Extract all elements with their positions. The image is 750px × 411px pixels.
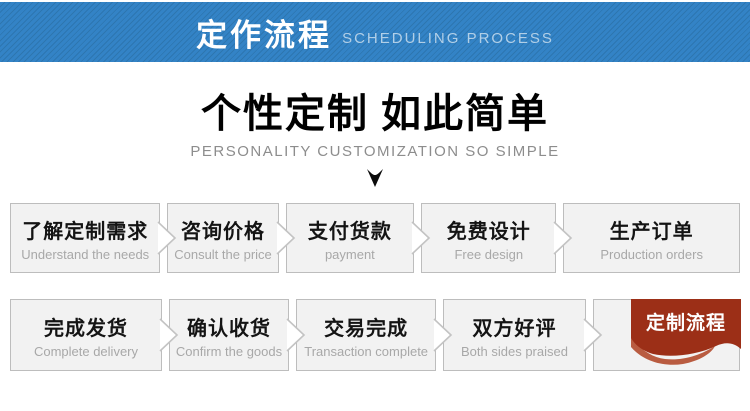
step-subtitle: Complete delivery <box>33 343 138 359</box>
ribbon-badge: 定制流程 <box>631 299 741 365</box>
hero-title: 个性定制 如此简单 <box>201 91 549 136</box>
step-subtitle: payment <box>324 246 375 262</box>
arrow-down-icon <box>0 169 750 189</box>
step-title: 免费设计 <box>446 220 531 243</box>
step-title: 完成发货 <box>43 317 128 340</box>
chevron-right-icon <box>286 299 306 371</box>
step-transaction-complete: 交易完成 Transaction complete <box>296 299 437 371</box>
banner-title: 定作流程 <box>196 17 333 53</box>
chevron-right-icon <box>276 203 295 273</box>
banner-subtitle: SCHEDULING PROCESS <box>342 29 554 47</box>
chevron-right-icon <box>583 299 602 371</box>
chevron-right-icon <box>159 299 179 371</box>
step-subtitle: Both sides praised <box>461 343 568 359</box>
chevron-right-icon <box>411 203 431 273</box>
step-understand-needs: 了解定制需求 Understand the needs <box>10 203 161 273</box>
step-ribbon-box: 定制流程 <box>592 299 741 371</box>
step-payment: 支付货款 payment <box>285 203 415 273</box>
process-row-2: 完成发货 Complete delivery 确认收货 Confirm the … <box>10 299 741 371</box>
step-complete-delivery: 完成发货 Complete delivery <box>10 299 162 371</box>
section-banner: 定作流程 SCHEDULING PROCESS <box>0 2 750 62</box>
step-title: 咨询价格 <box>181 220 265 243</box>
step-title: 了解定制需求 <box>22 220 149 243</box>
step-consult-price: 咨询价格 Consult the price <box>167 203 279 273</box>
step-title: 交易完成 <box>324 317 409 340</box>
ribbon-label: 定制流程 <box>645 313 726 334</box>
step-subtitle: Transaction complete <box>304 343 429 359</box>
process-row-1: 了解定制需求 Understand the needs 咨询价格 Consult… <box>10 203 740 273</box>
chevron-right-icon <box>433 299 453 371</box>
chevron-right-icon <box>157 203 177 273</box>
step-subtitle: Free design <box>454 246 524 262</box>
step-subtitle: Understand the needs <box>21 246 150 262</box>
chevron-right-icon <box>553 203 573 273</box>
step-title: 双方好评 <box>472 317 557 340</box>
hero-subtitle: PERSONALITY CUSTOMIZATION SO SIMPLE <box>190 143 560 160</box>
ribbon-icon <box>631 299 741 365</box>
step-confirm-goods: 确认收货 Confirm the goods <box>168 299 290 371</box>
step-subtitle: Consult the price <box>174 246 272 262</box>
step-free-design: 免费设计 Free design <box>421 203 557 273</box>
step-subtitle: Confirm the goods <box>175 343 283 359</box>
step-production-orders: 生产订单 Production orders <box>563 203 740 273</box>
step-subtitle: Production orders <box>600 246 703 262</box>
step-title: 支付货款 <box>307 220 392 243</box>
step-title: 确认收货 <box>187 317 272 340</box>
step-both-sides-praised: 双方好评 Both sides praised <box>443 299 586 371</box>
step-title: 生产订单 <box>609 220 694 243</box>
